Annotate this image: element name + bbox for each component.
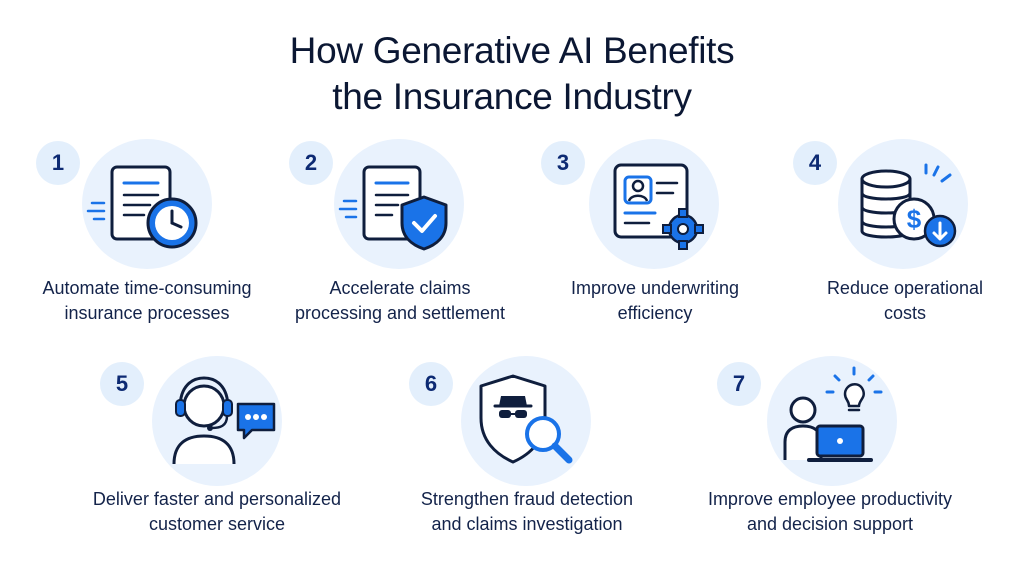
- benefit-3-number-badge: 3: [541, 141, 585, 185]
- svg-text:$: $: [907, 204, 922, 234]
- benefit-4-label: Reduce operational costs: [760, 276, 1024, 326]
- benefit-6-label-line-2: and claims investigation: [431, 514, 623, 534]
- title-line-2: the Insurance Industry: [332, 76, 692, 117]
- benefit-2-label-line-1: Accelerate claims: [329, 278, 471, 298]
- benefit-4-label-line-2: costs: [883, 303, 926, 323]
- benefit-1-label-line-2: insurance processes: [64, 303, 230, 323]
- benefit-5-number-badge: 5: [100, 362, 144, 406]
- benefit-5-label: Deliver faster and personalized customer…: [72, 487, 362, 537]
- document-shield-icon: [338, 165, 448, 251]
- benefit-6-number-badge: 6: [409, 362, 453, 406]
- benefit-3-label: Improve underwriting efficiency: [510, 276, 800, 326]
- benefit-4-label-line-1: Reduce operational: [826, 278, 984, 298]
- support-agent-chat-icon: [172, 376, 276, 465]
- benefit-4-number-badge: 4: [793, 141, 837, 185]
- benefit-6-icon-circle: [461, 356, 591, 486]
- benefit-1-number-badge: 1: [36, 141, 80, 185]
- benefit-7-number-badge: 7: [717, 362, 761, 406]
- benefit-5-label-line-2: customer service: [148, 514, 286, 534]
- benefit-1-label-line-1: Automate time-consuming: [42, 278, 252, 298]
- benefit-4-icon-circle: $: [838, 139, 968, 269]
- person-laptop-lightbulb-icon: [783, 366, 883, 462]
- title-line-1: How Generative AI Benefits: [289, 30, 735, 71]
- benefit-6-label: Strengthen fraud detection and claims in…: [382, 487, 672, 537]
- benefit-6-label-line-1: Strengthen fraud detection: [420, 489, 634, 509]
- benefit-7-label-line-1: Improve employee productivity: [707, 489, 953, 509]
- document-clock-icon: [86, 165, 198, 249]
- benefit-3-label-line-1: Improve underwriting: [570, 278, 740, 298]
- benefit-1-icon-circle: [82, 139, 212, 269]
- benefit-2-label-line-2: processing and settlement: [294, 303, 506, 323]
- profile-card-gear-icon: [613, 163, 704, 250]
- benefit-3-icon-circle: [589, 139, 719, 269]
- benefit-2-icon-circle: [334, 139, 464, 269]
- benefit-5-icon-circle: [152, 356, 282, 486]
- page-title: How Generative AI Benefits the Insurance…: [0, 28, 1024, 120]
- benefit-2-label: Accelerate claims processing and settlem…: [255, 276, 545, 326]
- benefit-7-icon-circle: [767, 356, 897, 486]
- coins-dollar-down-icon: $: [860, 163, 957, 248]
- benefit-7-label-line-2: and decision support: [746, 514, 914, 534]
- shield-detective-magnifier-icon: [479, 374, 573, 464]
- benefit-2-number-badge: 2: [289, 141, 333, 185]
- benefit-5-label-line-1: Deliver faster and personalized: [92, 489, 342, 509]
- benefit-3-label-line-2: efficiency: [617, 303, 693, 323]
- benefit-1-label: Automate time-consuming insurance proces…: [2, 276, 292, 326]
- benefit-7-label: Improve employee productivity and decisi…: [685, 487, 975, 537]
